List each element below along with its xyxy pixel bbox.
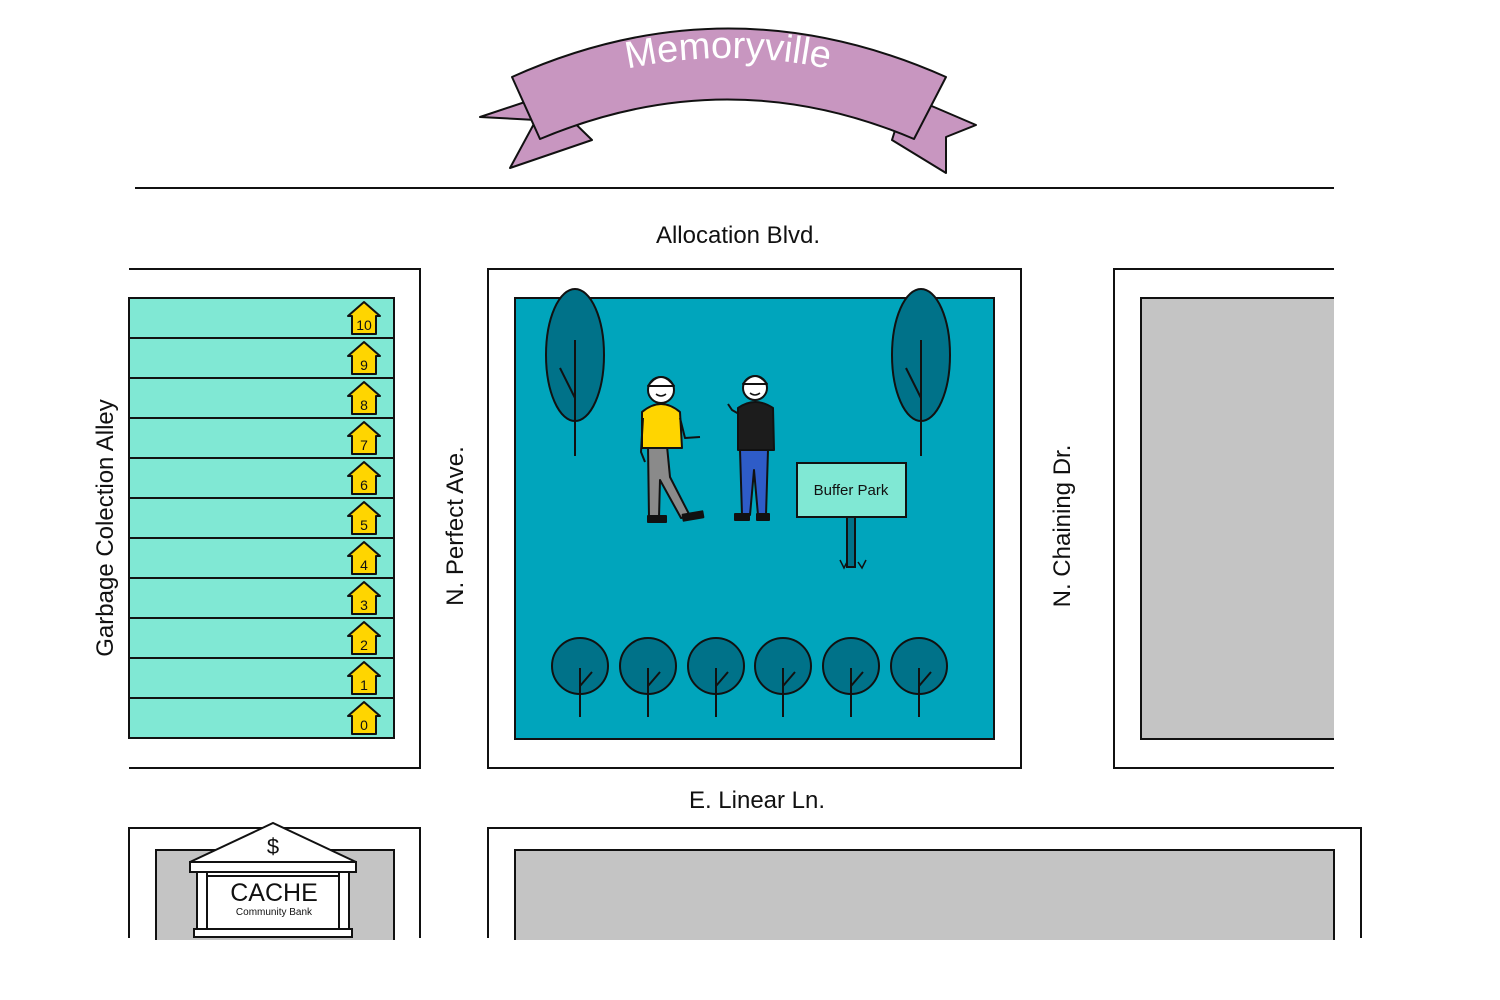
house-icon xyxy=(347,421,381,455)
round-tree xyxy=(619,637,677,717)
tall-tree-right xyxy=(891,288,951,456)
bank-subtitle: Community Bank xyxy=(236,907,313,918)
house-icon xyxy=(347,541,381,575)
round-tree xyxy=(687,637,745,717)
house-icon xyxy=(347,461,381,495)
street-perfect-ave: N. Perfect Ave. xyxy=(442,446,469,606)
house-lot: 7 xyxy=(128,417,395,459)
round-tree xyxy=(890,637,948,717)
house-number: 0 xyxy=(360,717,368,733)
house-icon xyxy=(347,301,381,335)
house-lot: 3 xyxy=(128,577,395,619)
house-icon xyxy=(347,341,381,375)
memoryville-banner xyxy=(479,27,977,174)
park-sign xyxy=(796,462,907,570)
person-yellow-shirt-icon xyxy=(640,376,705,523)
vacant-lot-bottom xyxy=(514,849,1335,940)
house-number: 3 xyxy=(360,597,368,613)
vacant-lot-right xyxy=(1140,297,1334,740)
bank-name: CACHE xyxy=(230,879,318,907)
house-lot: 8 xyxy=(128,377,395,419)
house-icon xyxy=(347,701,381,735)
house-number: 6 xyxy=(360,477,368,493)
round-tree xyxy=(551,637,609,717)
house-icon xyxy=(347,621,381,655)
bank-dollar-symbol: $ xyxy=(267,834,279,859)
street-linear-ln: E. Linear Ln. xyxy=(689,787,825,814)
house-number: 9 xyxy=(360,357,368,373)
street-chaining-dr: N. Chaining Dr. xyxy=(1049,445,1076,608)
park-sign-label: Buffer Park xyxy=(814,482,889,499)
house-lot: 0 xyxy=(128,697,395,739)
banner-ribbon xyxy=(511,27,947,140)
house-lot: 4 xyxy=(128,537,395,579)
street-garbage-alley: Garbage Colection Alley xyxy=(92,399,119,656)
round-tree xyxy=(754,637,812,717)
house-lot: 1 xyxy=(128,657,395,699)
house-lot: 9 xyxy=(128,337,395,379)
bank-icon xyxy=(189,821,357,938)
block-houses xyxy=(129,268,421,769)
house-lot: 2 xyxy=(128,617,395,659)
house-number: 8 xyxy=(360,397,368,413)
house-lot: 6 xyxy=(128,457,395,499)
house-icon xyxy=(347,501,381,535)
house-number: 4 xyxy=(360,557,368,573)
round-tree xyxy=(822,637,880,717)
tall-tree-left xyxy=(545,288,605,456)
house-lot: 10 xyxy=(128,297,395,339)
house-icon xyxy=(347,381,381,415)
house-lot: 5 xyxy=(128,497,395,539)
house-icon xyxy=(347,581,381,615)
house-number: 5 xyxy=(360,517,368,533)
house-number: 1 xyxy=(360,677,368,693)
house-number: 10 xyxy=(356,317,372,333)
house-icon xyxy=(347,661,381,695)
house-number: 2 xyxy=(360,637,368,653)
round-trees xyxy=(551,637,948,717)
street-allocation-blvd: Allocation Blvd. xyxy=(656,222,820,249)
house-number: 7 xyxy=(360,437,368,453)
person-black-shirt-icon xyxy=(727,375,775,521)
